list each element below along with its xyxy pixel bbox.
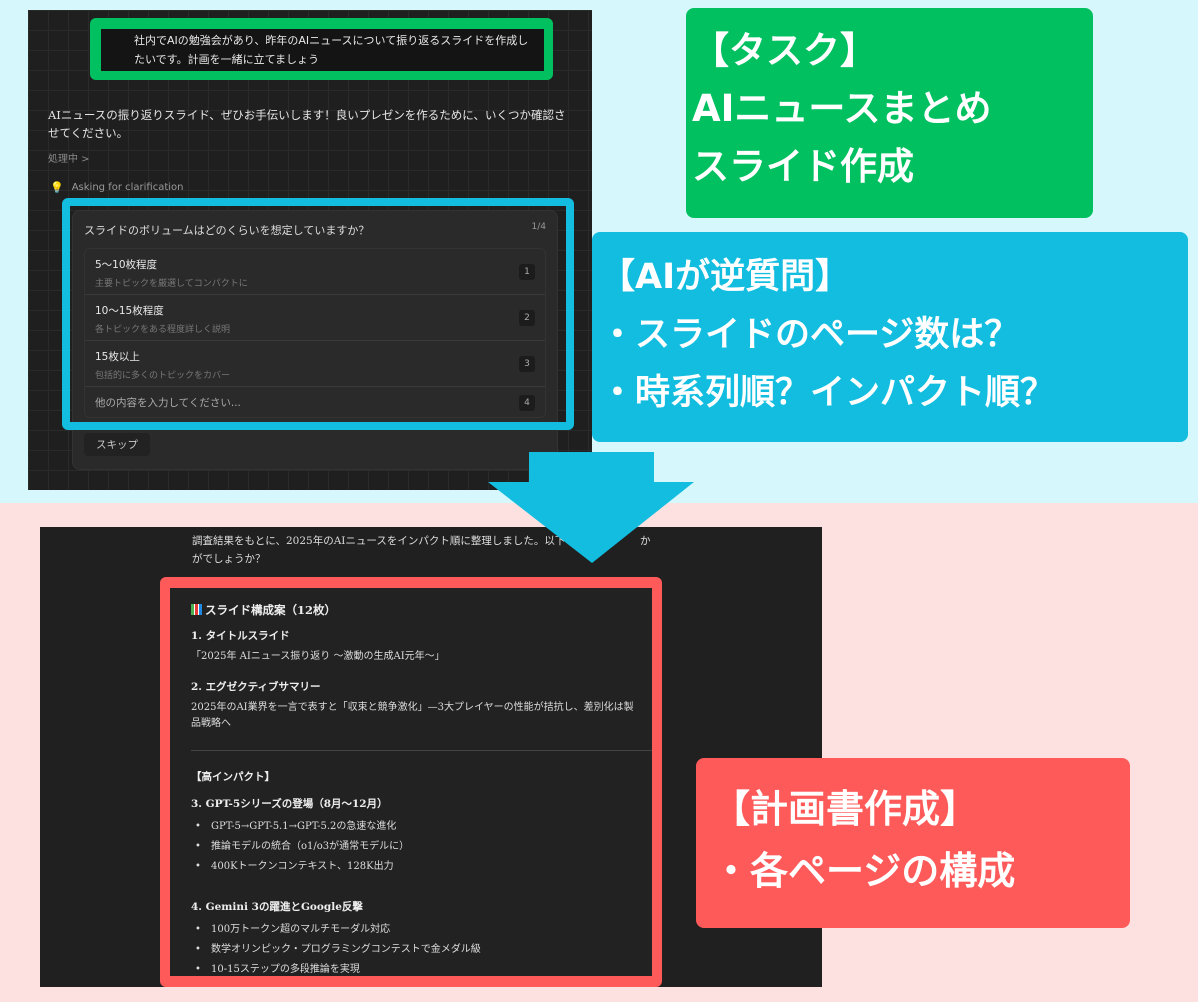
options-list: 5〜10枚程度 主要トピックを厳選してコンパクトに 1 10〜15枚程度 各トピ… [84,248,546,418]
plan-intro: 調査結果をもとに、2025年のAIニュースをインパクト順に整理しました。以下 が… [192,532,652,568]
slide-1-title: 1. タイトルスライド [191,630,290,642]
slide-4-bullets: 100万トークン超のマルチモーダル対応 数学オリンピック・プログラミングコンテス… [191,920,652,976]
asking-label: Asking for clarification [71,182,184,193]
option-subtitle: 包括的に多くのトピックをカバー [95,371,231,381]
option-title: 15枚以上 [95,351,140,363]
intro-line-end: か [640,535,651,547]
bullet: 数学オリンピック・プログラミングコンテストで金メダル級 [191,940,652,960]
task-label-line: AIニュースまとめ [692,87,992,130]
intro-line: 調査結果をもとに、2025年のAIニュースをインパクト順に整理しました。以下 [192,535,566,547]
bar-chart-icon [191,604,202,615]
processing-toggle[interactable]: 処理中 > [48,154,90,165]
task-label-line: 【タスク】 [692,29,877,72]
slide-3-bullets: GPT-5→GPT-5.1→GPT-5.2の急速な進化 推論モデルの統合（o1/… [191,817,652,877]
assistant-reply: AIニュースの振り返りスライド、ぜひお手伝いします！良いプレゼンを作るために、い… [48,108,566,140]
bullet: 10-15ステップの多段推論を実現 [191,960,652,976]
plan-label: 【計画書作成】 ・各ページの構成 [696,758,1130,928]
ai-question-line: ・スライドのページ数は？ [600,315,1020,355]
slide-4-title: 4. Gemini 3の躍進とGoogle反撃 [191,901,363,913]
ai-question-line: 【AIが逆質問】 [600,257,851,297]
skip-button[interactable]: スキップ [84,433,150,456]
option-subtitle: 主要トピックを厳選してコンパクトに [95,279,248,289]
option-title: 10〜15枚程度 [95,305,164,317]
slide-2-title: 2. エグゼクティブサマリー [191,681,321,693]
option-other-input[interactable]: 他の内容を入力してください... 4 [85,387,545,417]
option-number: 1 [519,264,535,280]
bullet: 100万トークン超のマルチモーダル対応 [191,920,652,940]
slide-1-body: 「2025年 AIニュース振り返り 〜激動の生成AI元年〜」 [191,651,445,662]
bullet: 400Kトークンコンテキスト、128K出力 [191,857,652,877]
slide-2-body: 2025年のAI業界を一言で表すと「収束と競争激化」—3大プレイヤーの性能が拮抗… [191,702,634,729]
intro-line: がでしょうか？ [192,553,266,565]
other-placeholder: 他の内容を入力してください... [95,397,241,409]
clarification-question: スライドのボリュームはどのくらいを想定していますか？ 1/4 [84,222,546,238]
plan-label-line: 【計画書作成】 [712,787,979,831]
option-1[interactable]: 5〜10枚程度 主要トピックを厳選してコンパクトに 1 [85,249,545,295]
bullet: GPT-5→GPT-5.1→GPT-5.2の急速な進化 [191,817,652,837]
option-number: 2 [519,310,535,326]
slide-3-title: 3. GPT-5シリーズの登場（8月〜12月） [191,798,388,810]
question-text: スライドのボリュームはどのくらいを想定していますか？ [84,224,370,237]
ai-question-label: 【AIが逆質問】 ・スライドのページ数は？ ・時系列順？インパクト順？ [592,232,1188,442]
section-heading: 【高インパクト】 [191,771,275,783]
user-message: 社内でAIの勉強会があり、昨年のAIニュースについて振り返るスライドを作成したい… [101,29,544,71]
lightbulb-icon: 💡 [50,181,64,194]
plan-label-line: ・各ページの構成 [712,849,1016,893]
plan-title: スライド構成案（12枚） [191,602,652,618]
divider [191,750,652,751]
option-2[interactable]: 10〜15枚程度 各トピックをある程度詳しく説明 2 [85,295,545,341]
highlight-frame-cyan [62,198,574,430]
task-label: 【タスク】 AIニュースまとめ スライド作成 [686,8,1093,218]
option-title: 5〜10枚程度 [95,259,158,271]
question-counter: 1/4 [531,222,546,232]
option-3[interactable]: 15枚以上 包括的に多くのトピックをカバー 3 [85,341,545,387]
option-subtitle: 各トピックをある程度詳しく説明 [95,325,231,335]
bullet: 推論モデルの統合（o1/o3が通常モデルに） [191,837,652,857]
slide-plan: スライド構成案（12枚） 1. タイトルスライド 「2025年 AIニュース振り… [170,588,652,976]
down-arrow-icon [488,452,694,563]
task-label-line: スライド作成 [692,145,914,188]
option-number: 4 [519,395,535,411]
asking-status: 💡 Asking for clarification [50,181,184,194]
option-number: 3 [519,356,535,372]
ai-question-line: ・時系列順？インパクト順？ [600,373,1056,413]
